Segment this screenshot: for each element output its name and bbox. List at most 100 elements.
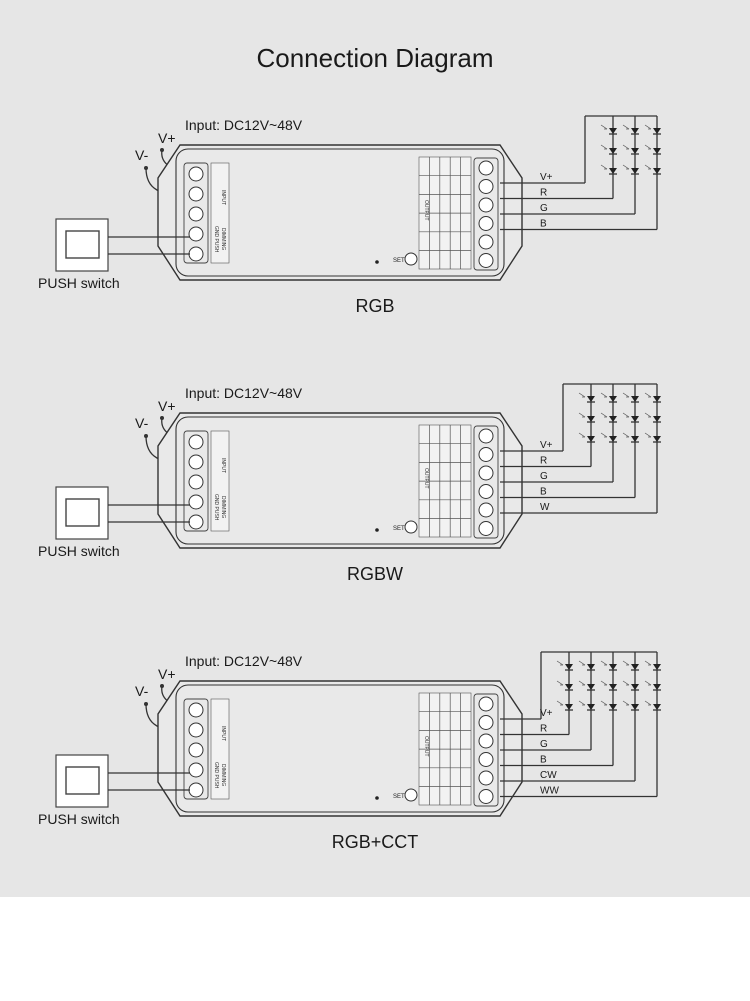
input-terminal-block — [183, 162, 209, 264]
led-icon — [653, 148, 661, 154]
output-wire-label: G — [540, 203, 548, 214]
output-wire-label: V+ — [540, 172, 553, 183]
light-rays-icon — [622, 144, 630, 150]
output-wire-label: B — [540, 487, 547, 498]
output-terminal — [478, 447, 494, 462]
controller-panel — [175, 416, 505, 545]
led-icon — [609, 436, 617, 442]
input-terminal — [188, 454, 204, 470]
light-rays-icon — [644, 392, 652, 398]
output-terminal — [478, 428, 494, 444]
input-label-strip — [210, 162, 230, 264]
led-icon — [653, 396, 661, 402]
led-icon — [631, 128, 639, 134]
led-icon — [609, 704, 617, 710]
v-minus-label: V- — [135, 415, 149, 431]
led-icon — [631, 436, 639, 442]
light-rays-icon — [622, 432, 630, 438]
input-voltage-label: Input: DC12V~48V — [185, 117, 303, 133]
input-terminal — [188, 186, 204, 202]
led-icon — [653, 664, 661, 670]
led-icon — [587, 684, 595, 690]
output-wire-label: R — [540, 456, 547, 467]
led-icon — [587, 704, 595, 710]
light-rays-icon — [644, 660, 652, 666]
light-rays-icon — [644, 164, 652, 170]
status-led — [375, 260, 379, 264]
output-wire-label: V+ — [540, 440, 553, 451]
v-minus-label: V- — [135, 683, 149, 699]
output-terminal — [478, 160, 494, 176]
push-switch-button — [65, 498, 100, 527]
light-rays-icon — [644, 124, 652, 130]
light-rays-icon — [600, 144, 608, 150]
set-button-label: SET — [393, 794, 405, 800]
light-rays-icon — [578, 412, 586, 418]
input-terminal — [188, 782, 204, 798]
input-terminal — [188, 762, 204, 778]
output-wire-label: G — [540, 471, 548, 482]
led-icon — [565, 664, 573, 670]
led-icon — [653, 436, 661, 442]
connection-diagram: Connection Diagram Input: DC12V~48VV+V-I… — [38, 43, 661, 852]
light-rays-icon — [644, 144, 652, 150]
led-icon — [609, 148, 617, 154]
output-terminal — [478, 733, 494, 749]
input-terminal — [188, 226, 204, 242]
input-voltage-label: Input: DC12V~48V — [185, 385, 303, 401]
output-terminal-block — [473, 693, 499, 807]
push-switch-label: PUSH switch — [38, 811, 120, 827]
diagram-caption: RGBW — [347, 564, 403, 584]
led-icon — [631, 704, 639, 710]
output-wire-label: R — [540, 724, 547, 735]
led-icon — [609, 396, 617, 402]
output-block-label: OUTPUT — [423, 468, 429, 489]
output-wire-label: CW — [540, 770, 557, 781]
led-icon — [631, 416, 639, 422]
input-block-label: INPUT — [220, 726, 226, 741]
light-rays-icon — [578, 680, 586, 686]
input-terminal — [188, 514, 204, 530]
light-rays-icon — [600, 392, 608, 398]
input-label-strip — [210, 430, 230, 532]
light-rays-icon — [578, 392, 586, 398]
output-block-label: OUTPUT — [423, 200, 429, 221]
output-terminal — [478, 715, 494, 730]
input-terminal — [188, 166, 204, 182]
light-rays-icon — [556, 700, 564, 706]
led-icon — [653, 684, 661, 690]
led-icon — [631, 396, 639, 402]
gnd-push-label: GND PUSH — [213, 226, 219, 253]
led-icon — [609, 684, 617, 690]
input-voltage-label: Input: DC12V~48V — [185, 653, 303, 669]
led-icon — [565, 704, 573, 710]
light-rays-icon — [622, 700, 630, 706]
output-terminal — [478, 752, 494, 767]
light-rays-icon — [600, 412, 608, 418]
diagram-caption: RGB — [355, 296, 394, 316]
output-block-label: OUTPUT — [423, 736, 429, 757]
led-icon — [609, 664, 617, 670]
output-terminal — [478, 696, 494, 712]
input-terminal-block — [183, 430, 209, 532]
output-wire-label: V+ — [540, 708, 553, 719]
led-icon — [631, 148, 639, 154]
output-terminal-block — [473, 157, 499, 271]
v-plus-label: V+ — [158, 666, 176, 682]
light-rays-icon — [578, 432, 586, 438]
light-rays-icon — [622, 164, 630, 170]
light-rays-icon — [622, 660, 630, 666]
output-terminal — [478, 789, 494, 804]
push-switch-button — [65, 230, 100, 259]
input-terminal — [188, 474, 204, 490]
input-label-strip — [210, 698, 230, 800]
controller-panel — [175, 684, 505, 813]
light-rays-icon — [578, 660, 586, 666]
v-plus-label: V+ — [158, 130, 176, 146]
led-icon — [631, 664, 639, 670]
light-rays-icon — [644, 432, 652, 438]
light-rays-icon — [622, 392, 630, 398]
light-rays-icon — [578, 700, 586, 706]
output-terminal — [478, 465, 494, 481]
